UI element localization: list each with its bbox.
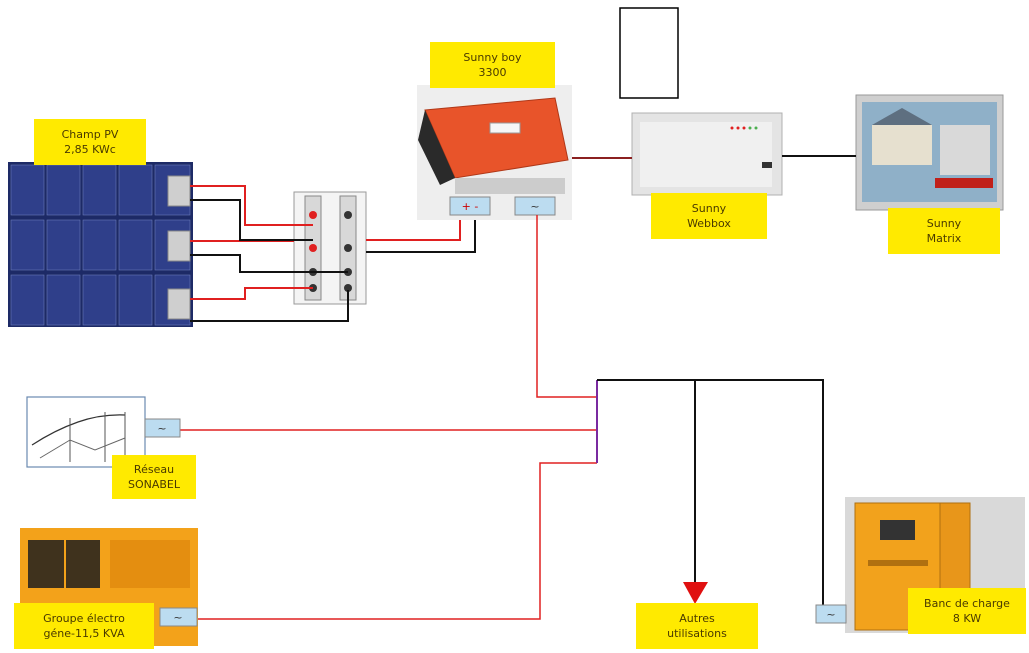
label-sunny-webbox-line2: Webbox	[687, 216, 731, 231]
label-autres-line1: Autres	[679, 611, 715, 626]
label-autres-line2: utilisations	[667, 626, 727, 641]
label-banc-line2: 8 KW	[953, 611, 981, 626]
label-reseau: Réseau SONABEL	[112, 455, 196, 499]
inverter-ac-terminal: ~	[530, 200, 539, 213]
sunny-webbox	[632, 113, 782, 195]
label-sunny-matrix-line1: Sunny	[927, 216, 961, 231]
label-sunny-boy-line2: 3300	[479, 65, 507, 80]
label-autres: Autres utilisations	[636, 603, 758, 649]
label-sunny-boy: Sunny boy 3300	[430, 42, 555, 88]
label-reseau-line2: SONABEL	[128, 477, 180, 492]
pv-array	[8, 162, 193, 327]
genset-terminal: ~	[173, 611, 182, 624]
label-banc-line1: Banc de charge	[924, 596, 1010, 611]
label-banc: Banc de charge 8 KW	[908, 588, 1026, 634]
label-reseau-line1: Réseau	[134, 462, 174, 477]
grid-terminal: ~	[157, 422, 166, 435]
pv-junction-3	[168, 289, 190, 319]
ac-red-wires	[180, 215, 597, 619]
label-champ-pv: Champ PV 2,85 KWc	[34, 119, 146, 165]
label-champ-pv-line2: 2,85 KWc	[64, 142, 116, 157]
empty-box	[620, 8, 678, 98]
label-groupe-line2: géne-11,5 KVA	[43, 626, 124, 641]
label-groupe: Groupe électro géne-11,5 KVA	[14, 603, 154, 649]
inverter-dc-terminal: + -	[462, 200, 479, 213]
label-sunny-matrix-line2: Matrix	[927, 231, 962, 246]
label-sunny-matrix: Sunny Matrix	[888, 208, 1000, 254]
label-sunny-webbox-line1: Sunny	[692, 201, 726, 216]
pv-junction-2	[168, 231, 190, 261]
label-sunny-boy-line1: Sunny boy	[463, 50, 521, 65]
pv-junction-1	[168, 176, 190, 206]
sunny-matrix	[856, 95, 1003, 210]
autres-arrow	[683, 582, 708, 604]
load-bank-terminal: ~	[826, 608, 835, 621]
label-sunny-webbox: Sunny Webbox	[651, 193, 767, 239]
label-groupe-line1: Groupe électro	[43, 611, 125, 626]
ac-black-wires	[597, 380, 823, 605]
label-champ-pv-line1: Champ PV	[62, 127, 119, 142]
